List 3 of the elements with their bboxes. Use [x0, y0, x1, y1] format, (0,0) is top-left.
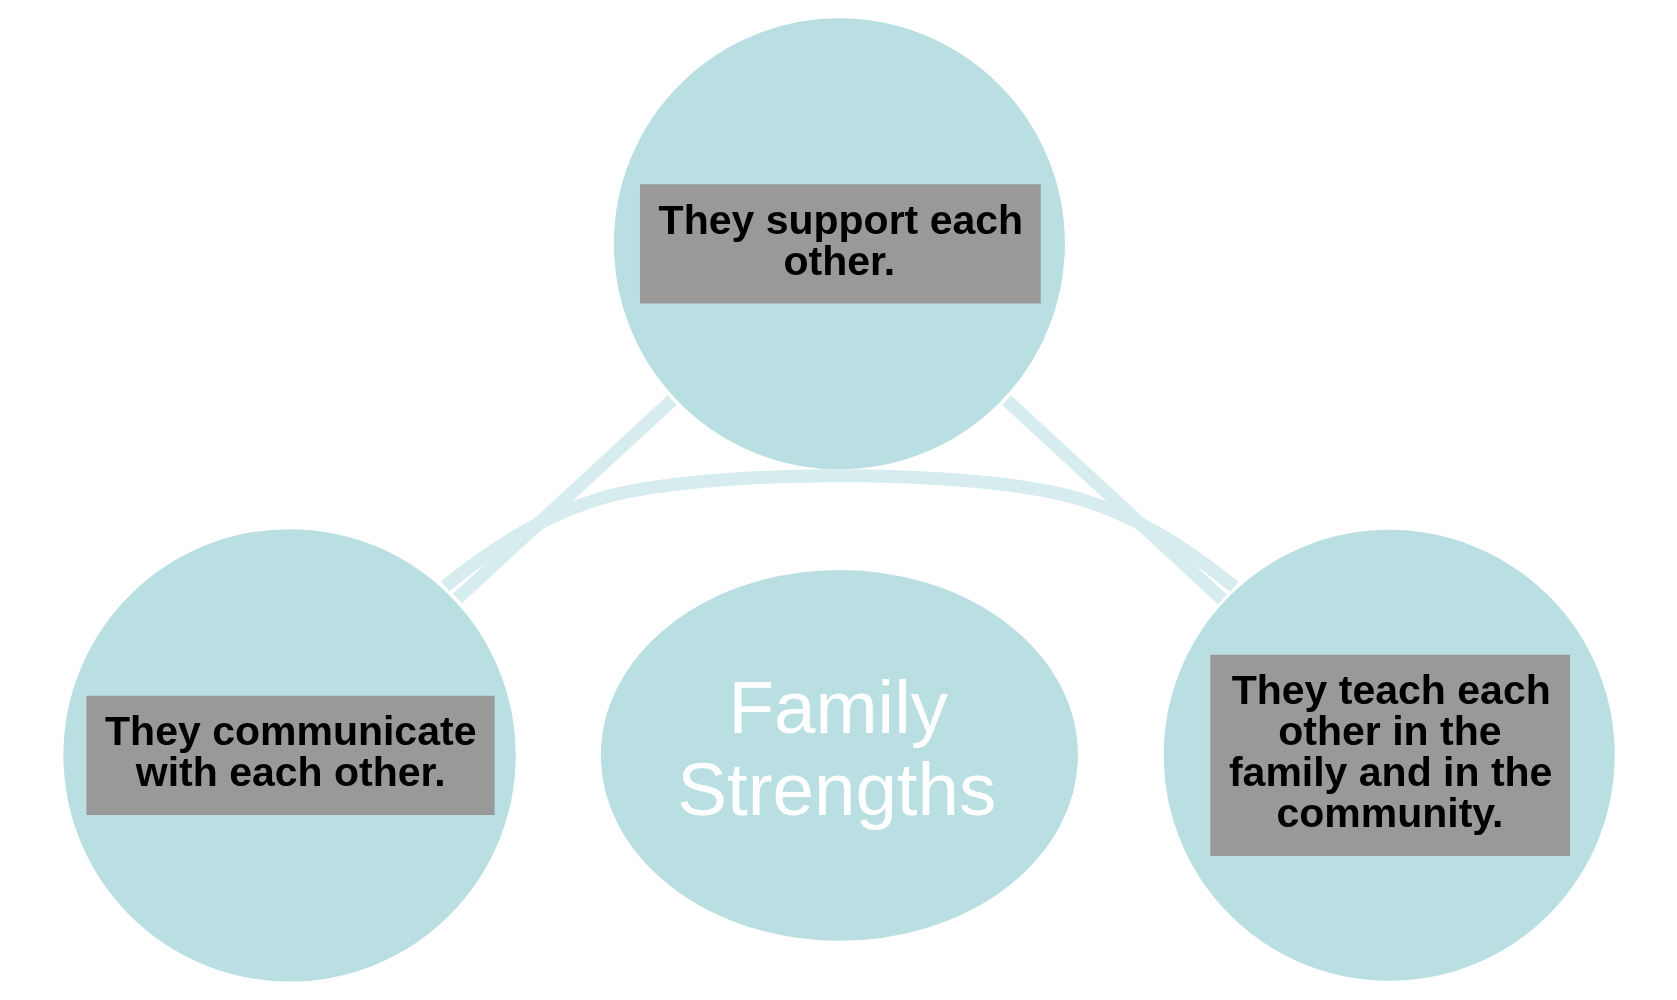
connector [440, 469, 1238, 593]
connector [1001, 395, 1227, 605]
connector [452, 395, 677, 604]
